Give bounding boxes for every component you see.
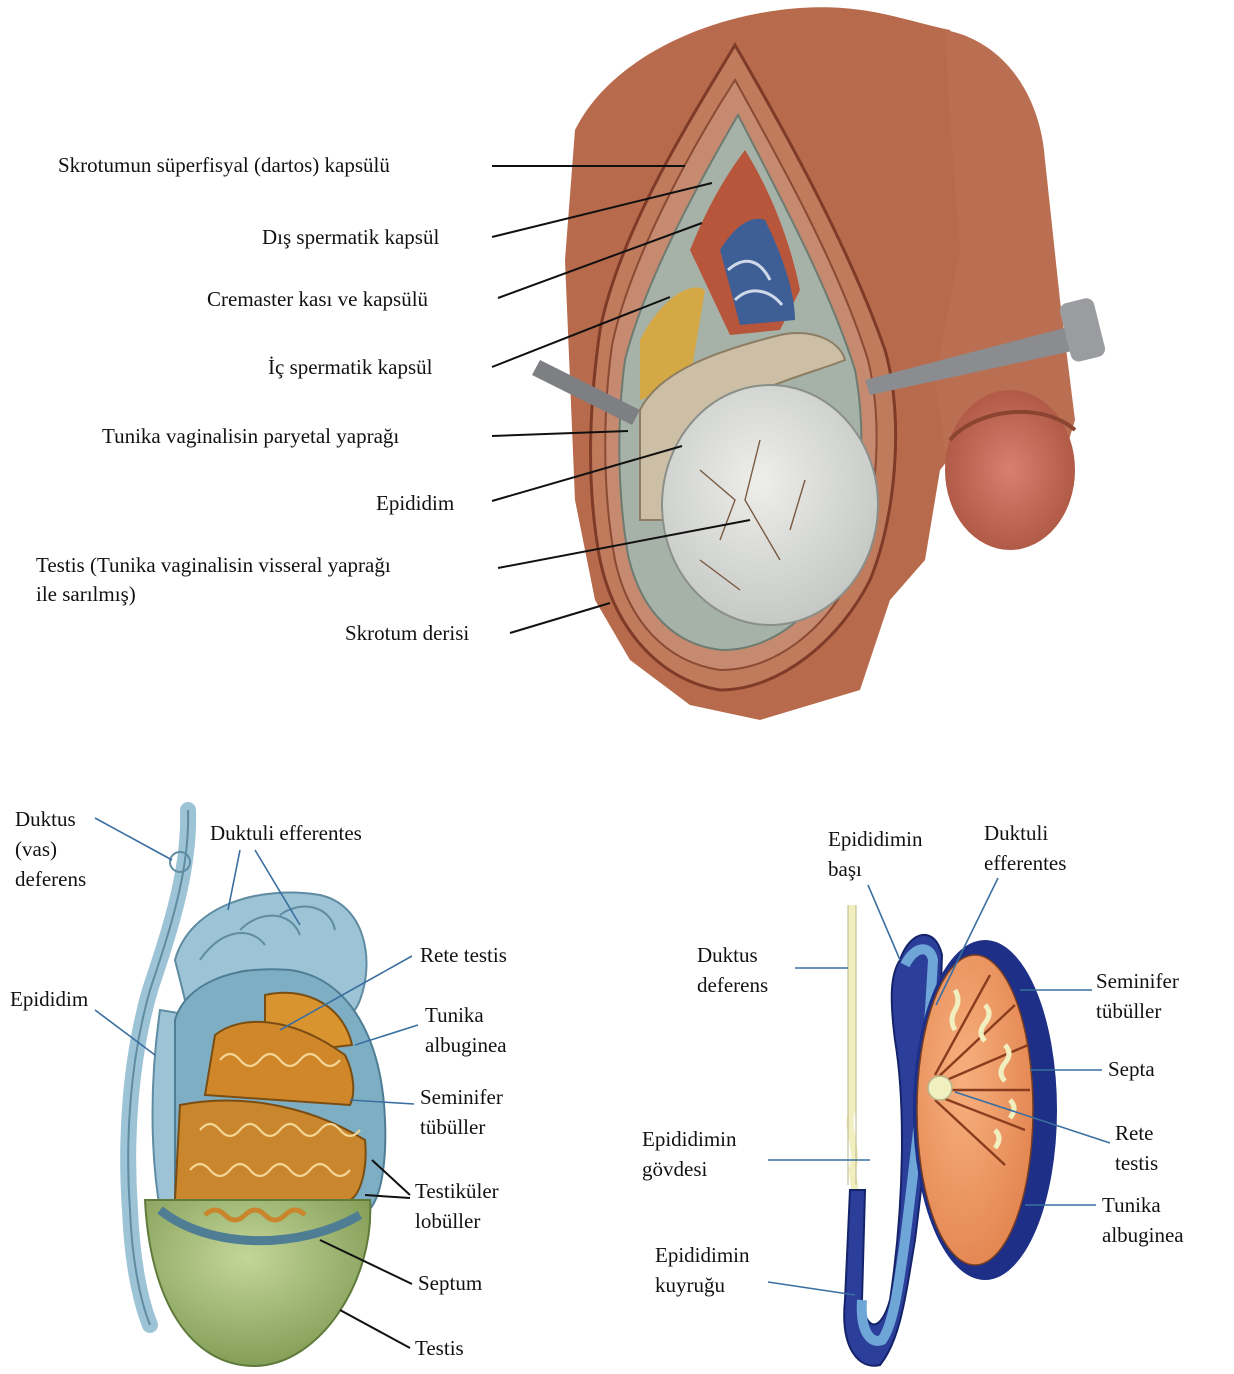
label-govde-1: Epididimin	[642, 1127, 737, 1151]
label-duktus-right-2: deferens	[697, 973, 768, 997]
label-testis-left: Testis	[415, 1336, 464, 1360]
label-tunika-left-1: Tunika	[425, 1003, 484, 1027]
testis-section-illustration	[128, 810, 385, 1366]
label-tunika-right-2: albuginea	[1102, 1223, 1184, 1247]
label-seminifer-left-2: tübüller	[420, 1115, 485, 1139]
label-tunika-left-2: albuginea	[425, 1033, 507, 1057]
label-duktuli-efferentes-left: Duktuli efferentes	[210, 821, 362, 845]
label-rete-testis-left: Rete testis	[420, 943, 507, 967]
scrotum-dissection-illustration	[532, 7, 1107, 720]
label-rete-right-1: Rete	[1115, 1121, 1153, 1145]
label-testis-top-2: ile sarılmış)	[36, 582, 136, 606]
label-duktuli-right-2: efferentes	[984, 851, 1066, 875]
label-govde-2: gövdesi	[642, 1157, 707, 1181]
label-kuyruk-2: kuyruğu	[655, 1273, 725, 1297]
label-bas-1: Epididimin	[828, 827, 923, 851]
rete-testis-right	[928, 1076, 952, 1100]
label-septa: Septa	[1108, 1057, 1155, 1081]
label-skrotum-derisi: Skrotum derisi	[345, 621, 469, 645]
label-duktus-2: (vas)	[15, 837, 57, 861]
testis-body	[662, 385, 878, 625]
label-paryetal: Tunika vaginalisin paryetal yaprağı	[102, 424, 399, 448]
label-epididim-left: Epididim	[10, 987, 88, 1011]
label-duktus-3: deferens	[15, 867, 86, 891]
label-dis-spermatik: Dış spermatik kapsül	[262, 225, 439, 249]
label-duktus-right-1: Duktus	[697, 943, 758, 967]
label-septum: Septum	[418, 1271, 482, 1295]
vas-deferens-right	[850, 905, 855, 1190]
label-seminifer-left-1: Seminifer	[420, 1085, 503, 1109]
label-rete-right-2: testis	[1115, 1151, 1158, 1175]
label-testis-top-1: Testis (Tunika vaginalisin visseral yapr…	[36, 553, 391, 577]
label-lobul-1: Testiküler	[415, 1179, 499, 1203]
label-duktuli-right-1: Duktuli	[984, 821, 1048, 845]
label-dartos: Skrotumun süperfisyal (dartos) kapsülü	[58, 153, 390, 177]
label-tunika-right-1: Tunika	[1102, 1193, 1161, 1217]
label-lobul-2: lobüller	[415, 1209, 480, 1233]
label-duktus-1: Duktus	[15, 807, 76, 831]
label-epididim-top: Epididim	[376, 491, 454, 515]
label-seminifer-right-2: tübüller	[1096, 999, 1161, 1023]
label-ic-spermatik: İç spermatik kapsül	[268, 355, 433, 379]
label-kuyruk-1: Epididimin	[655, 1243, 750, 1267]
label-bas-2: başı	[828, 857, 862, 881]
label-seminifer-right-1: Seminifer	[1096, 969, 1179, 993]
label-cremaster: Cremaster kası ve kapsülü	[207, 287, 429, 311]
